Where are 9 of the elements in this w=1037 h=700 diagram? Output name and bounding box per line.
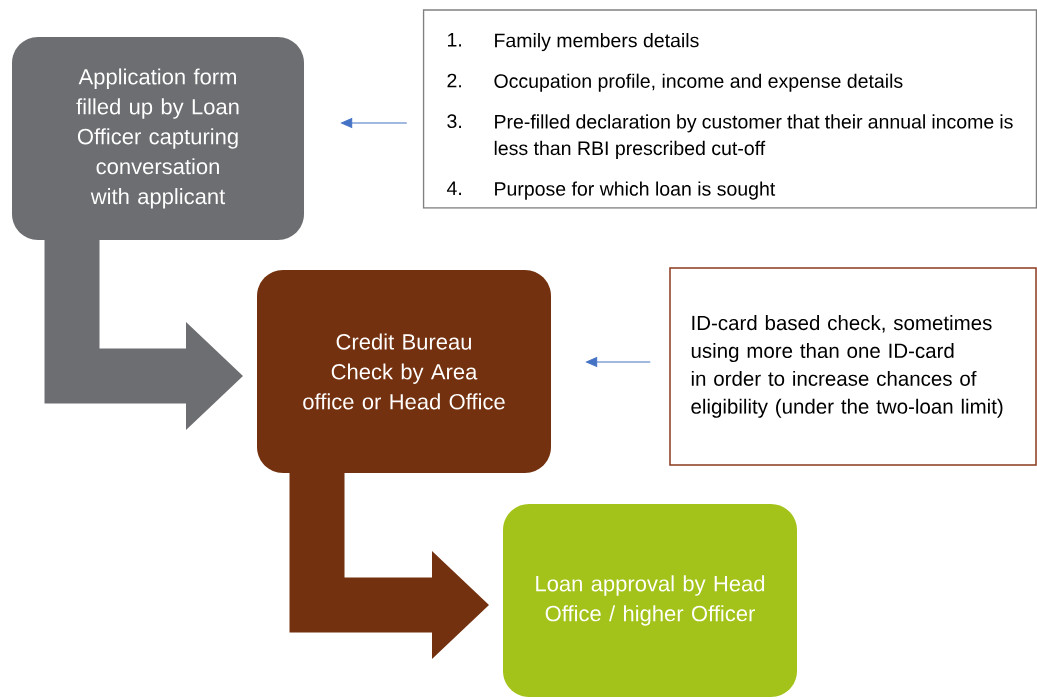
note-box: 1. Family members details 2. Occupation profile, income and expense details 3. Pre-filled declaration by customer that their annual income is less than RBI prescribed cut-off 4. Purpose for which loan is sought — [422, 9, 1037, 209]
arrow — [341, 118, 408, 128]
arrow — [44, 240, 243, 430]
arrow — [586, 357, 651, 367]
note-box: ID-card based check, sometimes using more than one ID-card in order to increase chances of eligibility (under the two-loan limit) — [669, 267, 1037, 466]
process-box: Loan approval by Head Office / higher Officer — [503, 504, 797, 697]
process-box: Application form filled up by Loan Officer capturing conversation with applicant — [12, 37, 304, 240]
process-box: Credit Bureau Check by Area office or Head Office — [257, 270, 551, 473]
arrow — [289, 473, 489, 659]
